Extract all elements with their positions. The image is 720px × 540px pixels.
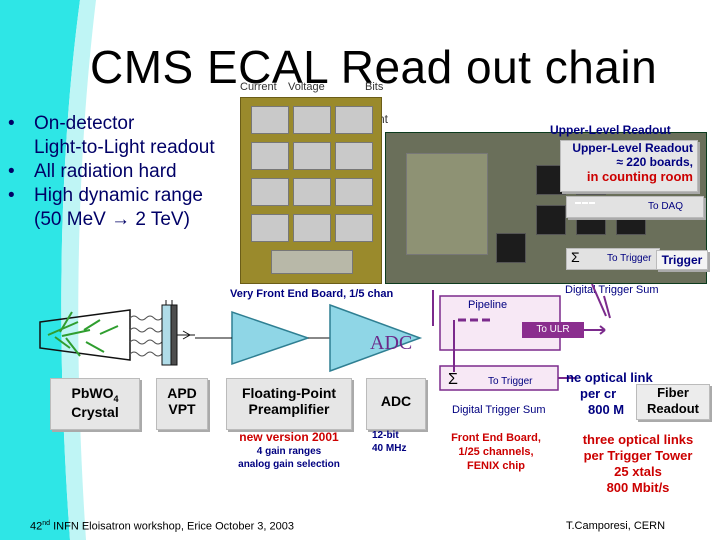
wavy-lines — [129, 315, 163, 357]
apd-box: APD VPT — [156, 378, 208, 430]
label-current: Current — [240, 81, 277, 93]
preamp-note-gain: 4 gain ranges — [256, 446, 322, 457]
fiber-label: Fiber — [657, 385, 689, 400]
adc-note-bits: 12-bit — [372, 430, 399, 441]
feb-note: FENIX chip — [466, 460, 526, 472]
label-bits: Bits — [365, 81, 384, 93]
bullet-item: •High dynamic range — [8, 185, 203, 206]
footer-left: 42nd INFN Eloisatron workshop, Erice Oct… — [30, 520, 294, 533]
digital-trigger-sum-upper: Digital Trigger Sum — [565, 284, 659, 296]
footer-right: T.Camporesi, CERN — [566, 520, 666, 532]
feb-note: Front End Board, — [451, 432, 541, 444]
label-voltage: Voltage — [288, 81, 325, 93]
upper-level-box-line: Upper-Level Readout — [572, 141, 693, 155]
preamp-note-version: new version 2001 — [239, 430, 339, 444]
preamp-box: Floating-Point Preamplifier — [226, 378, 352, 430]
to-ulr-label: To ULR — [522, 322, 584, 338]
bullet-item-continuation: Light-to-Light readout — [34, 137, 215, 158]
upper-level-readout-box: Upper-Level Readout ≈ 220 boards, in cou… — [560, 140, 698, 192]
crystal-label: Crystal — [71, 403, 119, 420]
readout-label: Readout — [647, 401, 699, 416]
optical-note: 25 xtals — [614, 464, 662, 479]
to-daq-label: To DAQ — [647, 201, 683, 212]
crystal-subscript: 4 — [113, 393, 119, 404]
vpt-label: VPT — [168, 401, 196, 417]
fiber-readout-box: Fiber Readout — [636, 384, 710, 420]
adc-label: ADC — [380, 393, 412, 409]
pipeline-label: Pipeline — [468, 299, 508, 311]
apd-block — [161, 300, 195, 366]
adc-triangle — [329, 303, 423, 373]
adc-symbol: ADC — [370, 332, 413, 354]
optical-link-partial: 800 M — [588, 402, 625, 417]
crystal-name: PbWO — [71, 385, 114, 401]
daq-box: To DAQ — [566, 196, 704, 218]
bullet-item: •All radiation hard — [8, 161, 177, 182]
apd-label: APD — [167, 385, 197, 401]
crystal-box: PbWO4 Crystal — [50, 378, 140, 430]
dashed-marker — [575, 202, 595, 210]
label-nt: nt — [378, 112, 389, 126]
preamp-label-1: Floating-Point — [241, 385, 337, 401]
optical-note: per Trigger Tower — [583, 448, 693, 463]
crystal-shape — [39, 309, 131, 361]
sigma-icon: Σ — [571, 249, 580, 265]
bullet-item: •On-detector — [8, 113, 135, 134]
adc-note-freq: 40 MHz — [372, 443, 407, 454]
to-trigger-upper-label: To Trigger — [607, 253, 652, 264]
vfe-caption: Very Front End Board, 1/5 chan — [230, 288, 394, 300]
bullet-item-continuation: (50 MeV → 2 TeV) — [34, 209, 190, 230]
optical-note: 800 Mbit/s — [606, 480, 670, 495]
feb-note: 1/25 channels, — [458, 446, 534, 458]
optical-note: three optical links — [582, 432, 694, 447]
sigma-icon: Σ — [448, 371, 458, 388]
preamp-note-selection: analog gain selection — [238, 459, 340, 470]
upper-level-box-line: in counting room — [586, 169, 693, 184]
bullet-list: •On-detector Light-to-Light readout •All… — [8, 112, 215, 232]
to-trigger-lower-label: To Trigger — [488, 376, 533, 387]
trigger-label: Trigger — [661, 253, 703, 267]
optical-link-partial: per cr — [580, 386, 617, 401]
preamp-label-2: Preamplifier — [248, 401, 330, 417]
digital-trigger-sum-lower: Digital Trigger Sum — [452, 404, 546, 416]
slide-title: CMS ECAL Read out chain — [90, 41, 658, 93]
vfe-board-photo — [240, 97, 382, 284]
adc-box: ADC — [366, 378, 426, 430]
upper-level-box-line: ≈ 220 boards, — [616, 155, 693, 169]
optical-link-partial: ne optical link — [566, 370, 653, 385]
upper-level-title: Upper-Level Readout — [550, 123, 671, 137]
trigger-box: Trigger — [656, 250, 708, 270]
preamp-triangle — [195, 310, 330, 366]
